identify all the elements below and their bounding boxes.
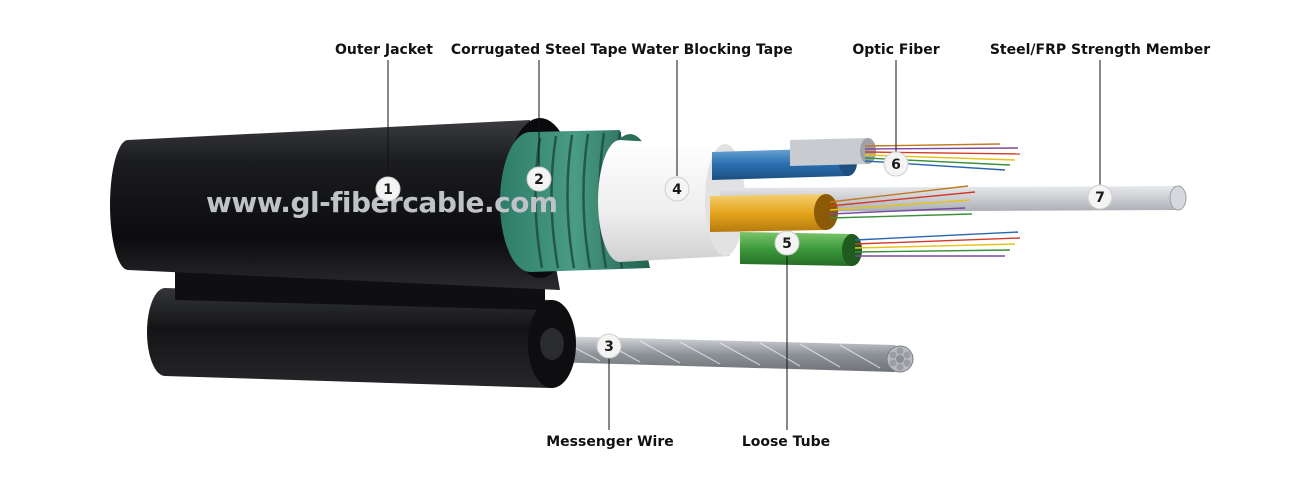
badge-number: 3	[604, 339, 614, 355]
messenger-wire	[548, 336, 914, 373]
badge-1: 1	[375, 176, 401, 202]
badge-number: 7	[1095, 190, 1105, 206]
badge-number: 5	[782, 236, 792, 252]
badge-7: 7	[1087, 184, 1113, 210]
badge-6: 6	[883, 151, 909, 177]
badge-number: 6	[891, 157, 901, 173]
label-strength-member: Steel/FRP Strength Member	[990, 42, 1210, 58]
label-water-blocking-tape: Water Blocking Tape	[631, 42, 792, 58]
badge-4: 4	[664, 176, 690, 202]
label-optic-fiber: Optic Fiber	[852, 42, 939, 58]
label-messenger-wire: Messenger Wire	[546, 434, 674, 450]
messenger-sheath	[147, 288, 576, 388]
badge-number: 1	[383, 182, 393, 198]
leader-lines	[387, 60, 1101, 430]
label-outer-jacket: Outer Jacket	[335, 42, 433, 58]
label-corrugated-steel-tape: Corrugated Steel Tape	[451, 42, 627, 58]
badge-number: 2	[534, 172, 544, 188]
badge-2: 2	[526, 166, 552, 192]
loose-tube-green	[740, 232, 862, 266]
loose-tube-grey	[790, 138, 876, 166]
badge-3: 3	[596, 333, 622, 359]
label-loose-tube: Loose Tube	[742, 434, 830, 450]
loose-tube-orange	[710, 194, 838, 232]
badge-number: 4	[672, 182, 682, 198]
badge-5: 5	[774, 230, 800, 256]
